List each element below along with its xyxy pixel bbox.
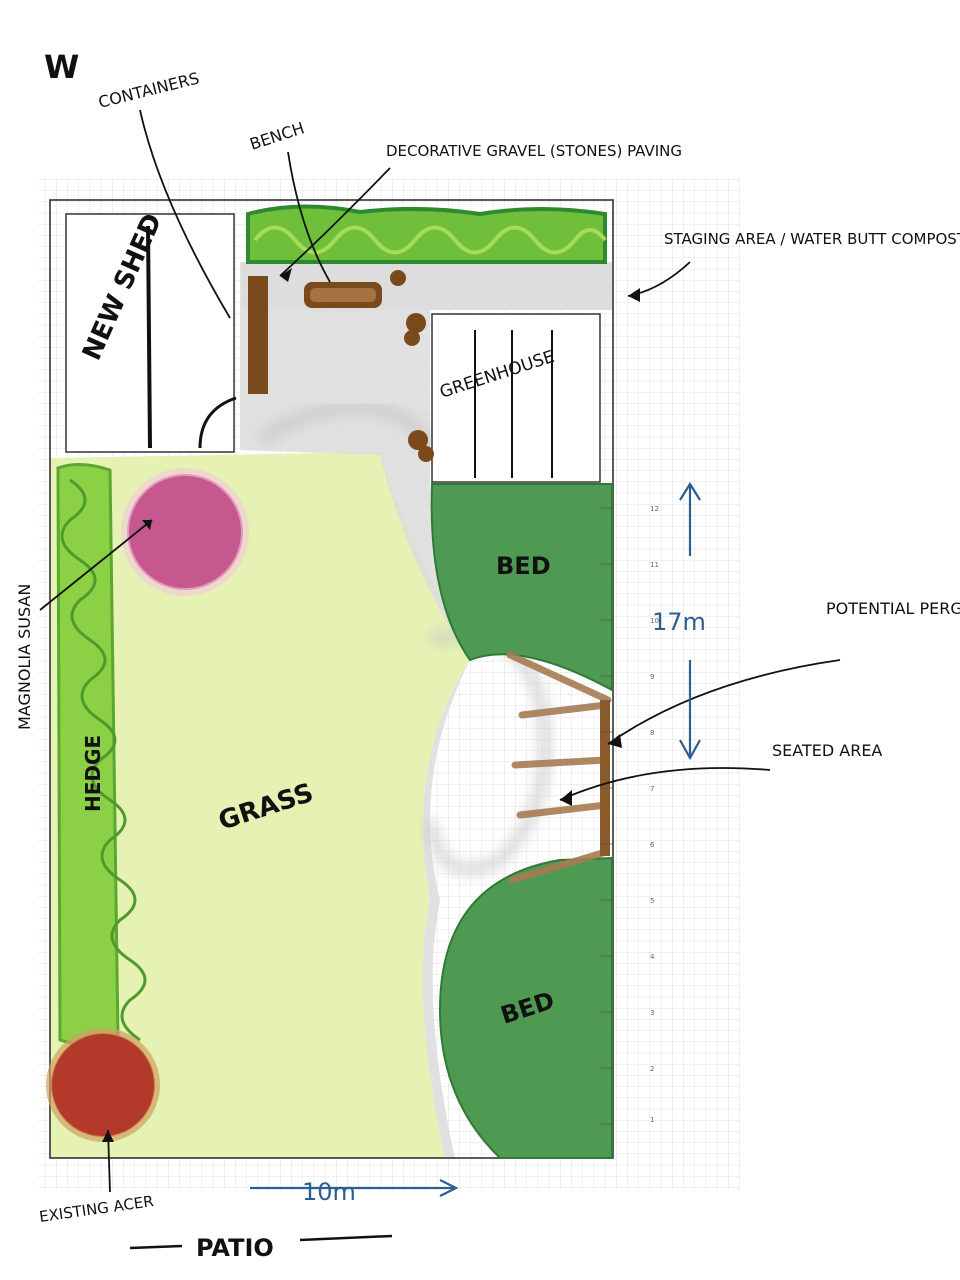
shed-divider bbox=[146, 225, 152, 449]
seated-area-label: SEATED AREA bbox=[772, 741, 882, 760]
containers bbox=[390, 270, 434, 462]
greenhouse bbox=[431, 313, 601, 483]
acer-tree bbox=[51, 1033, 155, 1137]
pergola-post bbox=[600, 700, 610, 856]
containers-label: CONTAINERS bbox=[96, 68, 201, 111]
scale-tick-label: 9 bbox=[650, 673, 654, 681]
hedge-label: HEDGE bbox=[81, 735, 105, 812]
patio-label: PATIO bbox=[196, 1234, 274, 1262]
grass-lawn bbox=[50, 452, 470, 1158]
decorative-gravel-label: DECORATIVE GRAVEL (STONES) PAVING bbox=[386, 142, 682, 160]
dimension-arrows bbox=[250, 481, 701, 1197]
scale-tick-label: 5 bbox=[650, 897, 654, 905]
staging-area-label: STAGING AREA / WATER BUTT COMPOSTER bbox=[664, 230, 960, 248]
compass-label: W bbox=[44, 48, 79, 86]
bed-top bbox=[430, 483, 613, 692]
patio-underline bbox=[299, 1234, 393, 1242]
shed-door bbox=[198, 396, 237, 449]
scale-tick-label: 2 bbox=[650, 1065, 654, 1073]
scale-tick-label: 3 bbox=[650, 1009, 654, 1017]
existing-acer-label: EXISTING ACER bbox=[38, 1192, 155, 1226]
scale-tick-label: 7 bbox=[650, 785, 654, 793]
patio-lead bbox=[129, 1244, 183, 1250]
pergola bbox=[506, 651, 612, 884]
staging-area bbox=[242, 262, 612, 310]
pergola-label: POTENTIAL PERGOLA bbox=[826, 599, 960, 618]
scale-ticks: 12 11 10 9 8 7 6 5 4 3 2 1 bbox=[600, 505, 659, 1125]
length-label: 17m bbox=[652, 608, 706, 636]
scale-tick-label: 6 bbox=[650, 841, 655, 849]
scale-tick-label: 11 bbox=[650, 561, 659, 569]
planter-box bbox=[248, 276, 268, 394]
magnolia-shrub bbox=[127, 474, 243, 590]
width-label: 10m bbox=[302, 1178, 356, 1206]
magnolia-label: MAGNOLIA SUSAN bbox=[15, 584, 34, 730]
hedge-left-scribble bbox=[60, 478, 147, 1042]
acer-halo bbox=[46, 1028, 160, 1142]
magnolia-halo bbox=[121, 468, 249, 596]
greenhouse-panes bbox=[474, 330, 553, 478]
arrow-heads bbox=[102, 268, 640, 1142]
scale-tick-label: 12 bbox=[650, 505, 659, 513]
bed-bottom bbox=[438, 856, 613, 1159]
scale-tick-label: 1 bbox=[650, 1116, 654, 1124]
scale-tick-label: 8 bbox=[650, 729, 654, 737]
bed-top-label: BED bbox=[496, 552, 551, 580]
bench-label: BENCH bbox=[247, 118, 306, 153]
scale-tick-label: 10 bbox=[650, 617, 659, 625]
bench-seat bbox=[310, 288, 376, 302]
scale-tick-label: 4 bbox=[650, 953, 655, 961]
